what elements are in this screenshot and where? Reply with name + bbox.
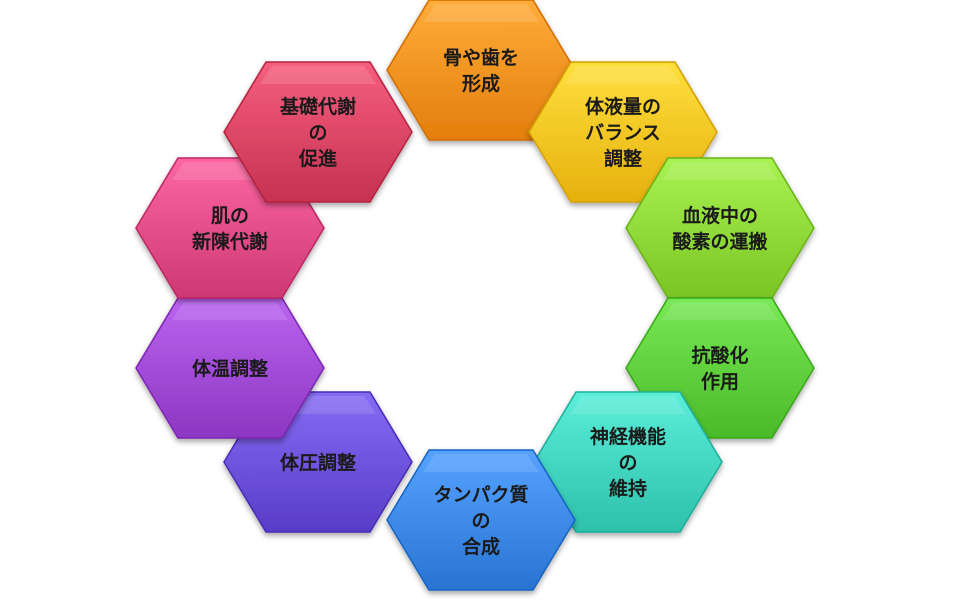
hexagon-shape (386, 449, 576, 591)
hexagon-highlight (423, 4, 539, 22)
hexagon-label-line: 骨や歯を (443, 46, 519, 69)
hexagon-highlight (260, 66, 376, 84)
hexagon-label-line: 神経機能 (590, 425, 666, 448)
hexagon-highlight (423, 454, 539, 472)
hexagon-label-line: の (471, 510, 490, 532)
hexagon-highlight (662, 162, 778, 180)
hexagon-shape (533, 391, 723, 533)
hexagon-label-line: 合成 (462, 535, 500, 558)
hexagon-label-line: 維持 (609, 477, 647, 500)
hexagon-label-line: の (618, 452, 637, 474)
hexagon-highlight (565, 66, 681, 84)
hexagon-label-line: 体温調整 (192, 357, 268, 380)
hexagon-label-line: 抗酸化 (691, 344, 748, 367)
hexagon-label-line: タンパク質 (433, 483, 528, 506)
hexagon-label-line: 血液中の (682, 204, 758, 227)
hexagon-label-line: バランス (585, 122, 661, 144)
hexagon-label-line: 調整 (604, 147, 642, 170)
hexagon-body-temperature: 体温調整 (135, 297, 325, 439)
hexagon-label-line: 促進 (298, 147, 337, 170)
hexagon-label-line: の (308, 122, 327, 144)
hexagon-highlight (662, 302, 778, 320)
hexagon-highlight (570, 396, 686, 414)
hexagon-label-line: 基礎代謝 (279, 95, 356, 118)
hexagon-highlight (172, 302, 288, 320)
hexagon-label-line: 形成 (462, 72, 500, 95)
hexagon-label-line: 酸素の運搬 (672, 230, 767, 253)
hexagon-label-line: 新陳代謝 (192, 230, 268, 253)
hexagon-shape (223, 61, 413, 203)
hexagon-label-line: 体液量の (585, 95, 661, 118)
hexagon-label-line: 作用 (701, 370, 739, 393)
hexagon-label-line: 肌の (211, 205, 249, 227)
hexagon-label-line: 体圧調整 (280, 451, 356, 474)
